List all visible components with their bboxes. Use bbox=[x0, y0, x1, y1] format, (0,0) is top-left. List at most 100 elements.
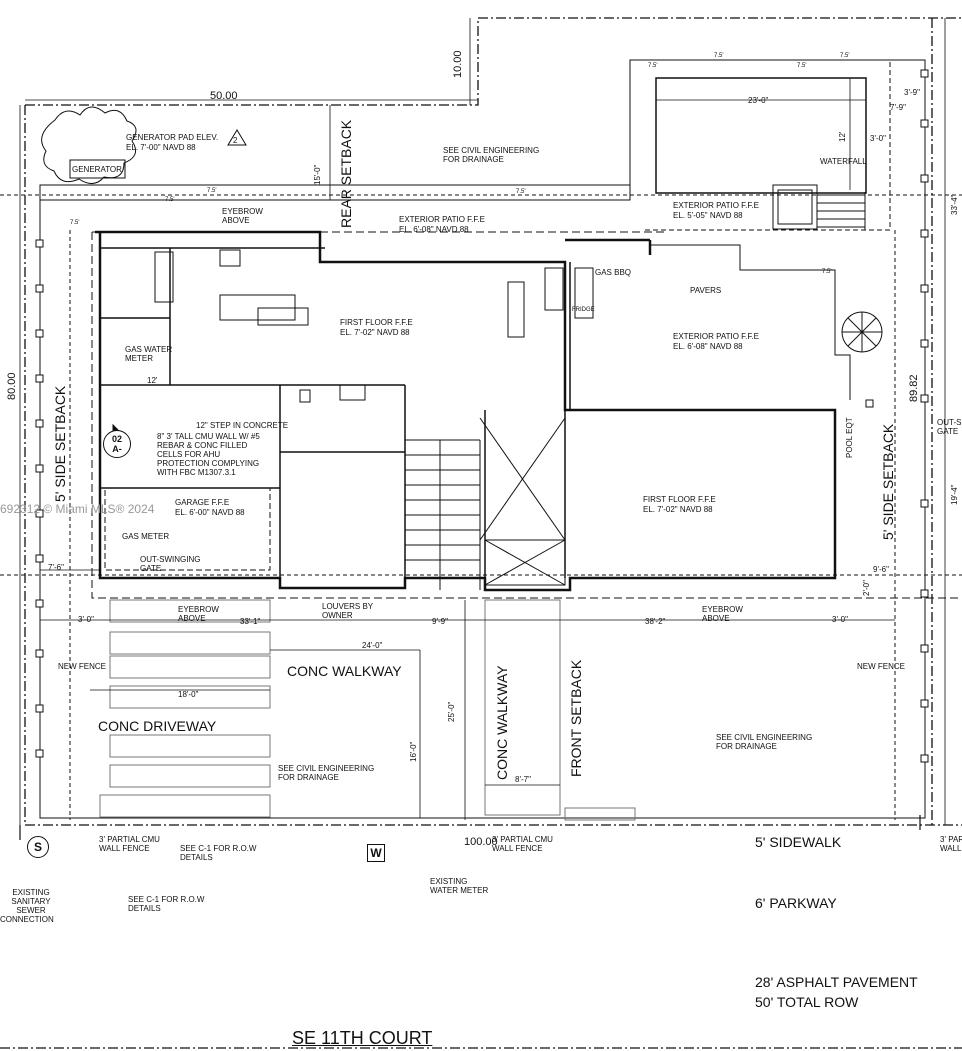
ext-patio-1: EXTERIOR PATIO F.F.E bbox=[399, 215, 485, 224]
partial-cmu-right-line2: WALL bbox=[940, 844, 962, 853]
louvers-line1: LOUVERS BY bbox=[322, 602, 374, 611]
out-gate-right-line1: OUT-S bbox=[937, 418, 962, 427]
waterfall-label: WATERFALL bbox=[820, 157, 867, 166]
out-gate-line2: GATE bbox=[140, 564, 162, 573]
generator-label: GENERATOR bbox=[72, 165, 122, 174]
slope-marker: 7.5' bbox=[797, 63, 807, 69]
garage-label: GARAGE F.F.E bbox=[175, 498, 230, 507]
slope-marker: 7.5' bbox=[840, 53, 850, 59]
eyebrow-right-line1: EYEBROW bbox=[702, 605, 743, 614]
dim-3-0-pool: 3'-0" bbox=[870, 134, 886, 143]
first-floor-2: FIRST FLOOR F.F.E bbox=[643, 495, 716, 504]
dim-18-0: 18'-0" bbox=[178, 690, 199, 699]
row-detail-line1: SEE C-1 FOR R.O.W bbox=[180, 844, 257, 853]
setback-lines bbox=[0, 194, 962, 820]
street-name: SE 11TH COURT bbox=[292, 1028, 433, 1048]
pool-steps bbox=[817, 192, 866, 230]
dim-3-9: 3'-9" bbox=[904, 88, 920, 97]
slope-marker: 7.5' bbox=[165, 197, 175, 203]
water-meter-line2: WATER METER bbox=[430, 886, 489, 895]
parkway-label: 6' PARKWAY bbox=[755, 895, 837, 911]
side-setback-right-label: 5' SIDE SETBACK bbox=[880, 423, 896, 540]
revision-number: 2 bbox=[233, 136, 238, 145]
slope-marker: 7.5' bbox=[207, 188, 217, 194]
pavers-label: PAVERS bbox=[690, 286, 722, 295]
house-walls bbox=[95, 230, 837, 592]
eyebrow-left-line1: EYEBROW bbox=[178, 605, 219, 614]
cmu-wall-line1: 8" 3' TALL CMU WALL W/ #5 bbox=[157, 432, 260, 441]
dim-7-6: 7'-6" bbox=[48, 563, 64, 572]
sewer-line3: SEWER bbox=[16, 906, 46, 915]
out-gate-line1: OUT-SWINGING bbox=[140, 555, 201, 564]
ext-patio-2-el: EL. 5'-05" NAVD 88 bbox=[673, 211, 743, 220]
sidewalk-label: 5' SIDEWALK bbox=[755, 834, 842, 850]
cmu-wall-line4: PROTECTION COMPLYING bbox=[157, 459, 260, 468]
dimension-lines bbox=[19, 18, 946, 825]
civil-right-line1: SEE CIVIL ENGINEERING bbox=[716, 733, 813, 742]
sewer-line1: EXISTING bbox=[12, 888, 50, 897]
dim-9-9: 9'-9" bbox=[432, 617, 448, 626]
dim-bottom-100: 100.00 bbox=[464, 836, 498, 848]
side-setback-left-label: 5' SIDE SETBACK bbox=[52, 385, 68, 502]
dim-rear-15: 15'-0" bbox=[313, 164, 322, 185]
dim-pool-23: 23'-0" bbox=[748, 96, 769, 105]
new-fence-left: NEW FENCE bbox=[58, 662, 106, 671]
dim-7-9: 7'-9" bbox=[890, 103, 906, 112]
section-marker-top: 02 bbox=[111, 434, 122, 444]
stair bbox=[405, 439, 481, 590]
rear-setback-label: REAR SETBACK bbox=[338, 119, 354, 228]
eyebrow-left-line2: ABOVE bbox=[178, 614, 206, 623]
cmu-wall-line3: CELLS FOR AHU bbox=[157, 450, 221, 459]
asphalt-note: 28' ASPHALT PAVEMENT bbox=[755, 974, 918, 990]
partial-cmu-left-line1: 3' PARTIAL CMU bbox=[99, 835, 160, 844]
row-detail-line2: DETAILS bbox=[180, 853, 213, 862]
generator-pad-label: GENERATOR PAD ELEV. bbox=[126, 133, 219, 142]
louvers-line2: OWNER bbox=[322, 611, 353, 620]
property-line bbox=[0, 17, 962, 1049]
partial-cmu-right-line1: 3' PAR bbox=[940, 835, 962, 844]
partial-cmu-left-line2: WALL FENCE bbox=[99, 844, 150, 853]
dim-top-50: 50.00 bbox=[210, 90, 238, 102]
water-meter-line1: EXISTING bbox=[430, 877, 468, 886]
dim-38-2: 38'-2" bbox=[645, 617, 666, 626]
conc-walkway-vertical: CONC WALKWAY bbox=[494, 665, 510, 780]
cmu-wall-line2: REBAR & CONC FILLED bbox=[157, 441, 248, 450]
ext-patio-3-el: EL. 6'-08" NAVD 88 bbox=[673, 342, 743, 351]
generator-pad-el: EL. 7'-00" NAVD 88 bbox=[126, 143, 196, 152]
eyebrow-right-line2: ABOVE bbox=[702, 614, 730, 623]
partial-cmu-center-line2: WALL FENCE bbox=[492, 844, 543, 853]
dim-pool-12: 12' bbox=[838, 131, 847, 142]
fridge-label: FRIDGE bbox=[572, 307, 595, 313]
dim-left-80: 80.00 bbox=[6, 372, 18, 400]
slope-marker: 7.5' bbox=[714, 53, 724, 59]
slope-marker: 7.5' bbox=[516, 189, 526, 195]
front-setback-label: FRONT SETBACK bbox=[568, 659, 584, 777]
sewer-line4: CONNECTION bbox=[0, 915, 54, 924]
slope-marker: 7.5' bbox=[648, 63, 658, 69]
ext-patio-2: EXTERIOR PATIO F.F.E bbox=[673, 201, 759, 210]
first-floor-1-el: EL. 7'-02" NAVD 88 bbox=[340, 328, 410, 337]
dim-8-7: 8'-7" bbox=[515, 775, 531, 784]
dim-33-4: 33'-4" bbox=[950, 194, 959, 215]
dim-25-0: 25'-0" bbox=[447, 701, 456, 722]
sewer-line2: SANITARY bbox=[11, 897, 51, 906]
dim-top-10: 10.00 bbox=[452, 50, 464, 78]
row-detail-bottom-line2: DETAILS bbox=[128, 904, 161, 913]
revision-cloud bbox=[41, 106, 137, 184]
dim-16-0: 16'-0" bbox=[409, 741, 418, 762]
dim-12: 12' bbox=[147, 376, 158, 385]
civil-top-line1: SEE CIVIL ENGINEERING bbox=[443, 146, 540, 155]
cmu-wall-line5: WITH FBC M1307.3.1 bbox=[157, 468, 236, 477]
gas-meter-label: GAS METER bbox=[122, 532, 170, 541]
water-meter-symbol: W bbox=[367, 844, 385, 862]
civil-top-line2: FOR DRAINAGE bbox=[443, 155, 504, 164]
dim-right-8982: 89.82 bbox=[908, 374, 920, 402]
section-marker-bottom: A- bbox=[112, 444, 122, 454]
dim-19-4: 19'-4" bbox=[950, 484, 959, 505]
row-detail-bottom-line1: SEE C-1 FOR R.O.W bbox=[128, 895, 205, 904]
step-note: 12" STEP IN CONCRETE bbox=[196, 421, 289, 430]
pool-equipment: POOL EQT bbox=[845, 417, 854, 458]
eyebrow-top-line1: EYEBROW bbox=[222, 207, 263, 216]
slope-marker: 7.5' bbox=[822, 269, 832, 275]
